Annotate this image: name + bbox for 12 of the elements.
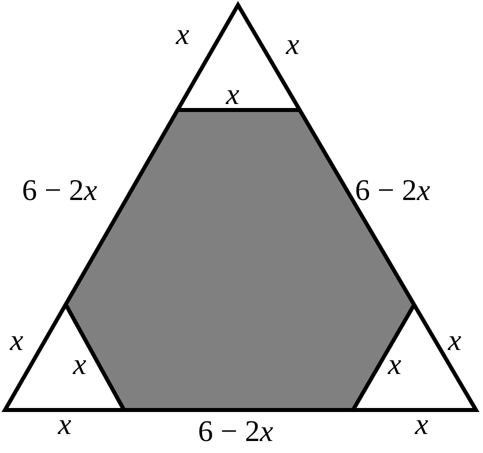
side-length-label: x [388,350,402,380]
side-length-label: x [58,410,72,440]
side-length-label: x [73,350,86,380]
side-length-label: x [226,80,240,110]
side-length-label: x [286,30,300,60]
side-length-label: x [448,326,462,356]
side-length-label: x [10,326,24,356]
side-length-label: 6 − 2x [198,417,274,447]
side-length-label: 6 − 2x [355,176,430,206]
side-length-label: 6 − 2x [22,176,98,206]
side-length-label: x [415,410,428,440]
side-length-label: x [176,20,190,50]
